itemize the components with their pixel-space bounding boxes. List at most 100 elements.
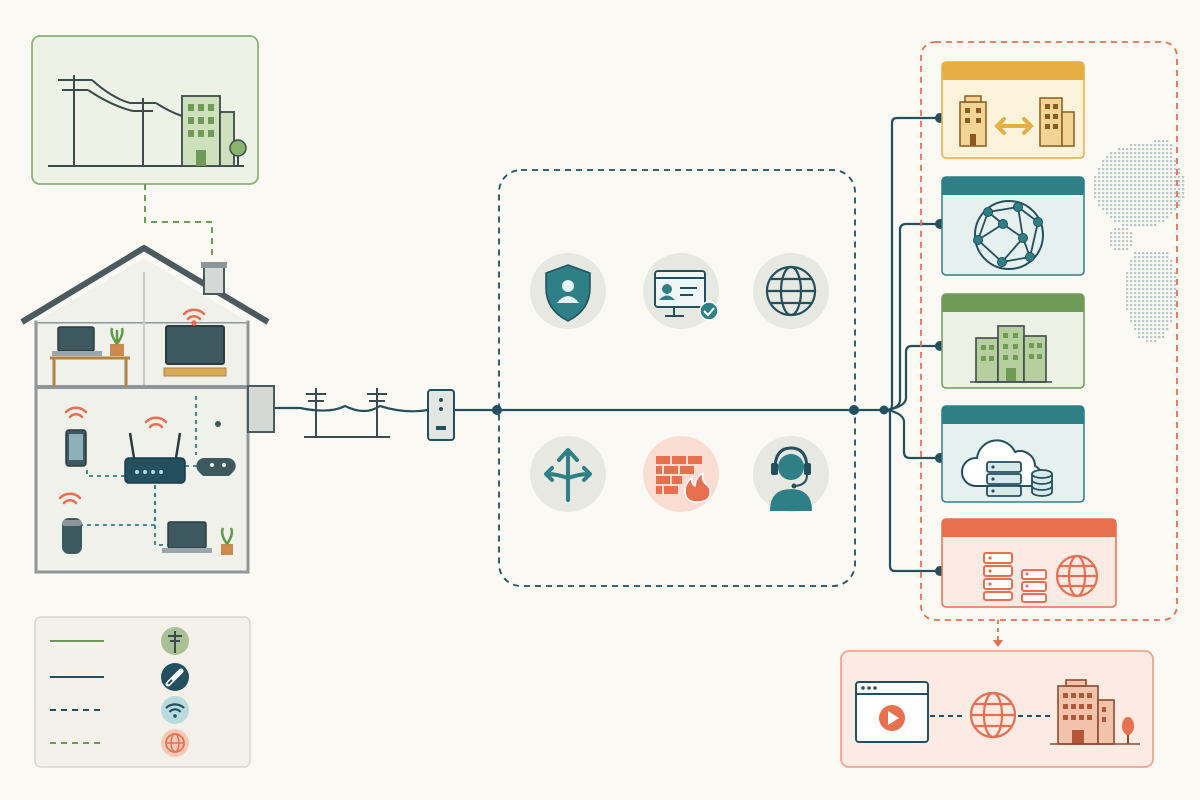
map-dot	[1158, 172, 1161, 175]
map-dot	[1126, 212, 1129, 215]
map-dot	[1130, 224, 1133, 227]
map-dot	[1170, 280, 1173, 283]
map-dot	[1138, 316, 1141, 319]
map-dot	[1102, 192, 1105, 195]
map-dot	[1094, 180, 1097, 183]
map-dot	[1102, 196, 1105, 199]
map-dot	[1150, 304, 1153, 307]
map-dot	[1134, 200, 1137, 203]
world-map-dots	[1094, 140, 1185, 343]
map-dot	[1150, 252, 1153, 255]
map-dot	[1158, 296, 1161, 299]
map-dot	[1158, 272, 1161, 275]
map-dot	[1134, 316, 1137, 319]
phone-icon	[65, 429, 87, 467]
map-dot	[1126, 272, 1129, 275]
map-dot	[1154, 180, 1157, 183]
map-dot	[1138, 220, 1141, 223]
office-building-icon	[970, 325, 1052, 383]
map-dot	[1118, 148, 1121, 151]
map-dot	[1154, 320, 1157, 323]
plant-icon	[220, 527, 234, 555]
map-dot	[1154, 200, 1157, 203]
map-dot	[1158, 148, 1161, 151]
map-dot	[1126, 308, 1129, 311]
map-dot	[1118, 220, 1121, 223]
map-dot	[1130, 144, 1133, 147]
map-dot	[1166, 300, 1169, 303]
map-dot	[1126, 156, 1129, 159]
map-dot	[1166, 164, 1169, 167]
map-dot	[1162, 284, 1165, 287]
map-dot	[1166, 272, 1169, 275]
map-dot	[1150, 188, 1153, 191]
map-dot	[1158, 216, 1161, 219]
map-dot	[1130, 268, 1133, 271]
map-dot	[1102, 208, 1105, 211]
map-dot	[1146, 308, 1149, 311]
map-dot	[1146, 300, 1149, 303]
map-dot	[1166, 152, 1169, 155]
map-dot	[1158, 308, 1161, 311]
map-dot	[1138, 288, 1141, 291]
map-dot	[1130, 264, 1133, 267]
map-dot	[1174, 192, 1177, 195]
map-dot	[1134, 148, 1137, 151]
map-dot	[1130, 188, 1133, 191]
map-dot	[1158, 292, 1161, 295]
map-dot	[1166, 264, 1169, 267]
map-dot	[1118, 184, 1121, 187]
map-dot	[1170, 284, 1173, 287]
map-dot	[1158, 288, 1161, 291]
map-dot	[1154, 148, 1157, 151]
map-dot	[1166, 292, 1169, 295]
map-dot	[1122, 176, 1125, 179]
map-dot	[1170, 296, 1173, 299]
map-dot	[1162, 276, 1165, 279]
map-dot	[1122, 248, 1125, 251]
map-dot	[1110, 212, 1113, 215]
map-dot	[1158, 192, 1161, 195]
map-dot	[1162, 204, 1165, 207]
map-dot	[1166, 276, 1169, 279]
map-dot	[1158, 316, 1161, 319]
map-dot	[1166, 172, 1169, 175]
map-dot	[1110, 240, 1113, 243]
map-dot	[1154, 272, 1157, 275]
map-dot	[1158, 304, 1161, 307]
map-dot	[1138, 180, 1141, 183]
map-dot	[1126, 152, 1129, 155]
map-dot	[1106, 160, 1109, 163]
map-dot	[1118, 192, 1121, 195]
map-dot	[1154, 188, 1157, 191]
map-dot	[1154, 276, 1157, 279]
map-dot	[1166, 296, 1169, 299]
map-dot	[1134, 260, 1137, 263]
map-dot	[1142, 212, 1145, 215]
map-dot	[1126, 196, 1129, 199]
map-dot	[1162, 176, 1165, 179]
map-dot	[1122, 212, 1125, 215]
network-globe-icon	[973, 200, 1044, 270]
map-dot	[1114, 180, 1117, 183]
map-dot	[1126, 244, 1129, 247]
map-dot	[1150, 196, 1153, 199]
map-dot	[1146, 312, 1149, 315]
map-dot	[1130, 160, 1133, 163]
map-dot	[1166, 256, 1169, 259]
map-dot	[1158, 300, 1161, 303]
map-dot	[1110, 152, 1113, 155]
map-dot	[1138, 276, 1141, 279]
map-dot	[1150, 220, 1153, 223]
map-dot	[1150, 180, 1153, 183]
map-dot	[1122, 180, 1125, 183]
map-dot	[1114, 196, 1117, 199]
map-dot	[1134, 256, 1137, 259]
map-dot	[1122, 152, 1125, 155]
map-dot	[1098, 176, 1101, 179]
map-dot	[1142, 172, 1145, 175]
map-dot	[1162, 292, 1165, 295]
map-dot	[1150, 300, 1153, 303]
map-dot	[1126, 300, 1129, 303]
map-dot	[1158, 160, 1161, 163]
